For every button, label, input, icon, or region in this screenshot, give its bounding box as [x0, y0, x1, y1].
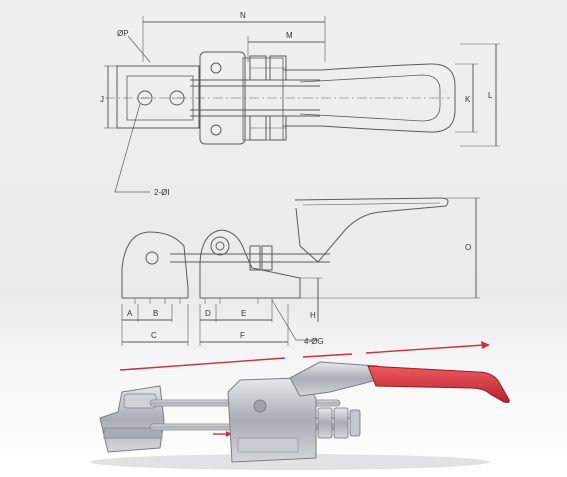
base-plate	[199, 51, 246, 145]
handle-outline	[283, 63, 456, 133]
label-o: O	[465, 243, 471, 252]
label-n: N	[240, 11, 246, 20]
label-holes-g: 4-ØG	[304, 337, 324, 346]
label-op: ØP	[117, 29, 129, 38]
label-e: E	[241, 309, 246, 318]
motion-line	[365, 344, 485, 354]
label-h: H	[310, 311, 316, 320]
motion-arrows	[119, 341, 490, 437]
nut	[249, 245, 261, 271]
side-view-labels: A B C D E F H O 4-ØG	[127, 243, 471, 346]
top-view	[104, 16, 500, 193]
lever-profile	[294, 197, 449, 263]
label-d: D	[205, 309, 211, 318]
motion-line	[119, 357, 286, 371]
label-a: A	[127, 309, 133, 318]
label-b: B	[153, 309, 158, 318]
arrowhead-icon	[226, 431, 232, 437]
mount-hole	[169, 90, 185, 106]
label-holes-i: 2-ØI	[154, 188, 170, 197]
label-c: C	[151, 331, 157, 340]
label-l: L	[488, 91, 493, 100]
label-m: M	[286, 31, 293, 40]
label-k: K	[465, 95, 471, 104]
latch-plate	[116, 65, 200, 129]
product-photo	[90, 361, 510, 470]
label-f: F	[240, 331, 245, 340]
red-handle-grip	[367, 365, 510, 403]
nut	[261, 245, 273, 271]
photo-shadow	[90, 454, 490, 470]
arrowhead-icon	[481, 341, 490, 349]
label-j: J	[100, 95, 104, 104]
base-profile	[199, 229, 301, 299]
top-view-labels: N M ØP J K L 2-ØI	[100, 11, 493, 197]
nut-part	[317, 407, 333, 439]
mount-hole	[137, 90, 153, 106]
side-view	[121, 197, 480, 346]
nut-part	[333, 407, 349, 439]
motion-line	[302, 353, 353, 358]
latch-profile	[121, 231, 189, 298]
